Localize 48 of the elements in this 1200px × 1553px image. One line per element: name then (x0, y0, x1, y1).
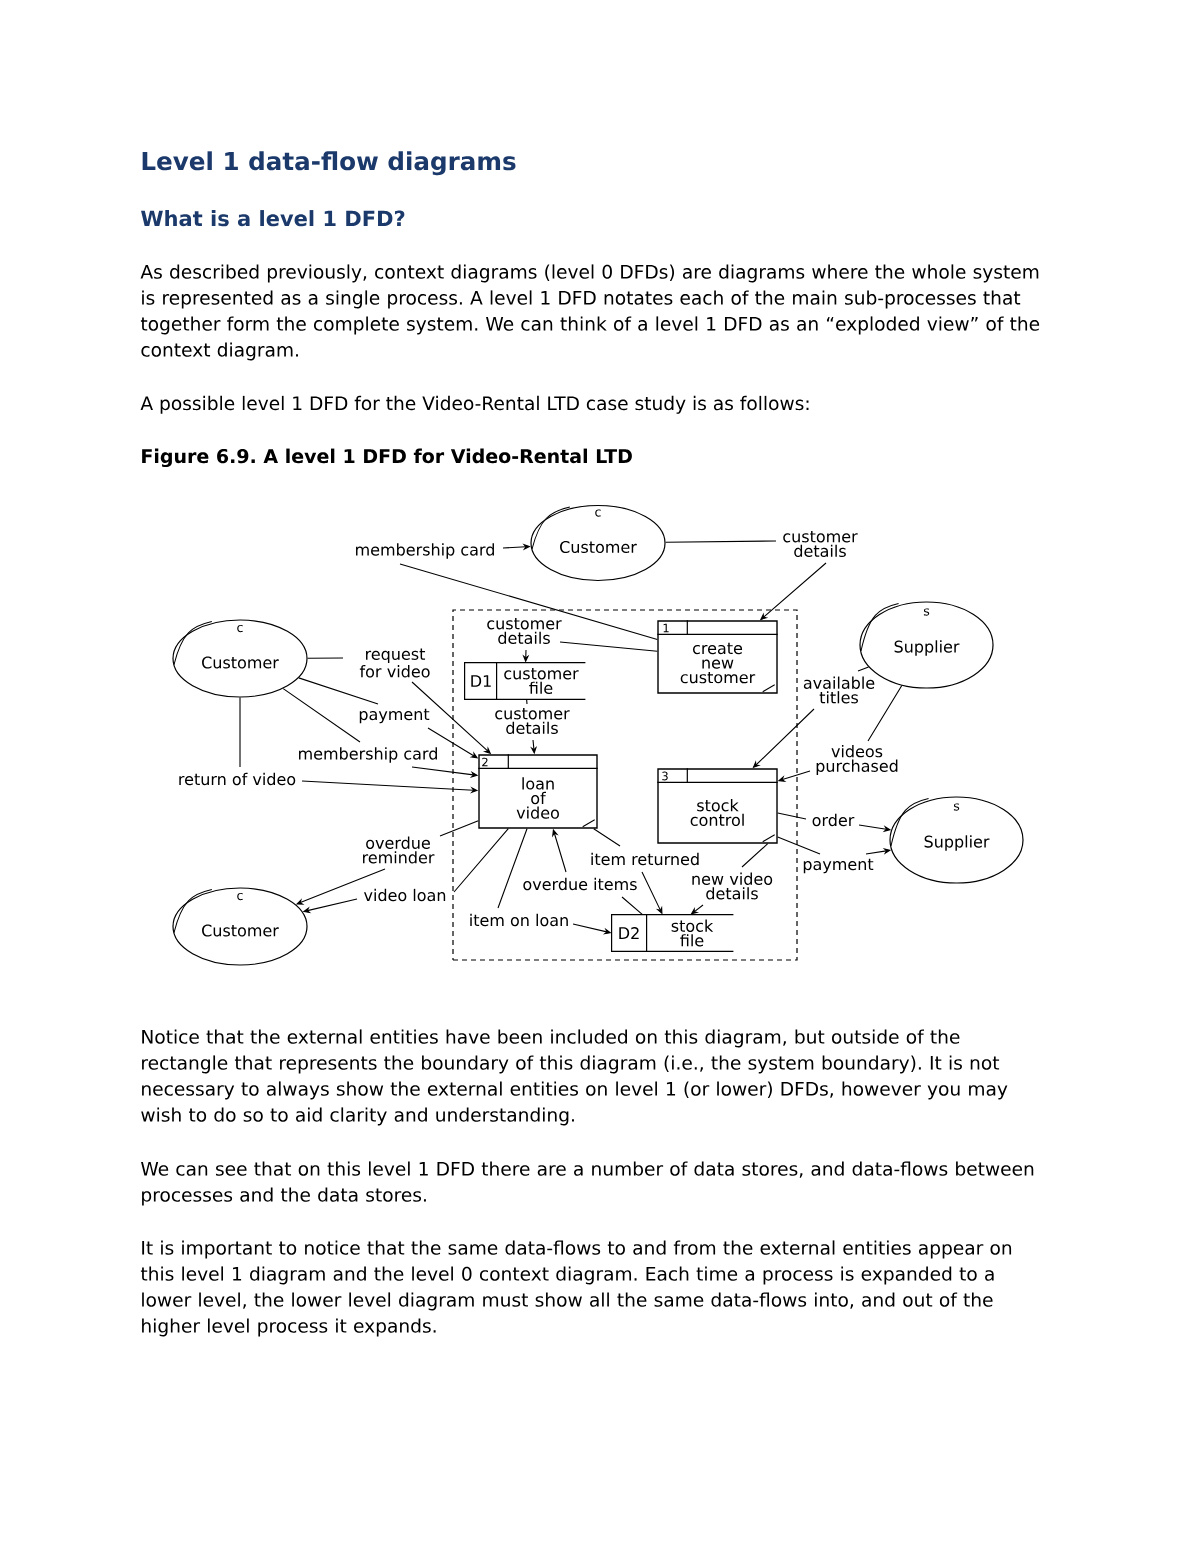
edge-label: videos purchased (816, 745, 898, 776)
store-name: stock file (671, 919, 714, 947)
edge-label: request for video (359, 648, 430, 678)
entity-name: Customer (560, 540, 637, 554)
edge-label: available titles (803, 676, 875, 704)
edge-label: membership card (299, 747, 437, 763)
edge-label: customer details (783, 531, 858, 558)
process-name: create new customer (680, 642, 756, 684)
process-name: loan of video (516, 777, 559, 819)
process-number: 2 (482, 757, 488, 767)
paragraph: It is important to notice that the same data-flows to and from the external entities appear on this level 1 diagram and the level 0 context diagram. Each time a process is expanded to a lower level, the lower level diagram must show all the same data-flows into, and out of the higher level process it expands. (140, 1240, 1012, 1337)
edge-label: payment (803, 858, 874, 874)
edge-label: return of video (179, 772, 296, 786)
figure-caption: Figure 6.9. A level 1 DFD for Video-Rental LTD (142, 448, 632, 468)
edge-label: item on loan (470, 913, 568, 927)
system-boundary (452, 609, 798, 961)
entity-name: Customer (202, 924, 279, 937)
page-title: Level 1 data-flow diagrams (142, 151, 516, 176)
entity-letter: c (595, 509, 601, 517)
entity-letter: c (237, 892, 243, 901)
paragraph: As described previously, context diagrams (level 0 DFDs) are diagrams where the whole system is represented as a single process. A level 1 DFD notates each of the main sub-processes that together form the complete system. We can think of a level 1 DFD as an “exploded view” of the context diagram. (140, 264, 1040, 361)
edge-label: membership card (356, 543, 494, 559)
process-number: 1 (663, 623, 669, 633)
paragraph: Notice that the external entities have been included on this diagram, but outside of the rectangle that represents the boundary of this diagram (i.e., the system boundary). It is not necessary to always show the external entities on level 1 (or lower) DFDs, however you may wish to do so to aid clarity and understanding. (141, 1029, 1008, 1126)
edge-label: video loan (364, 888, 446, 902)
store-name: customer file (504, 668, 579, 695)
process-number: 3 (662, 771, 668, 781)
edge-label: order (812, 813, 855, 827)
edge-label: customer details (487, 618, 562, 645)
edge-label: customer details (495, 708, 570, 735)
edge-label: overdue items (523, 877, 637, 891)
section-heading: What is a level 1 DFD? (141, 210, 405, 227)
paragraph: We can see that on this level 1 DFD there are a number of data stores, and data-flows between processes and the data stores. (141, 1161, 1034, 1206)
edge-label: overdue reminder (363, 836, 435, 864)
process-name: stock control (690, 799, 744, 826)
entity-name: Supplier (894, 640, 960, 656)
edge-label: item returned (591, 852, 699, 866)
edge-label: new video details (692, 872, 773, 900)
data-flow-arrow (399, 543, 658, 640)
entity-letter: s (923, 608, 930, 616)
store-id: D1 (471, 675, 491, 687)
entity-name: Customer (202, 656, 279, 669)
store-id: D2 (619, 927, 639, 939)
entity-letter: s (953, 803, 960, 811)
paragraph: A possible level 1 DFD for the Video-Rental LTD case study is as follows: (140, 395, 809, 414)
edge-label: payment (359, 708, 430, 724)
entity-name: Supplier (924, 835, 990, 851)
entity-letter: c (237, 624, 243, 633)
